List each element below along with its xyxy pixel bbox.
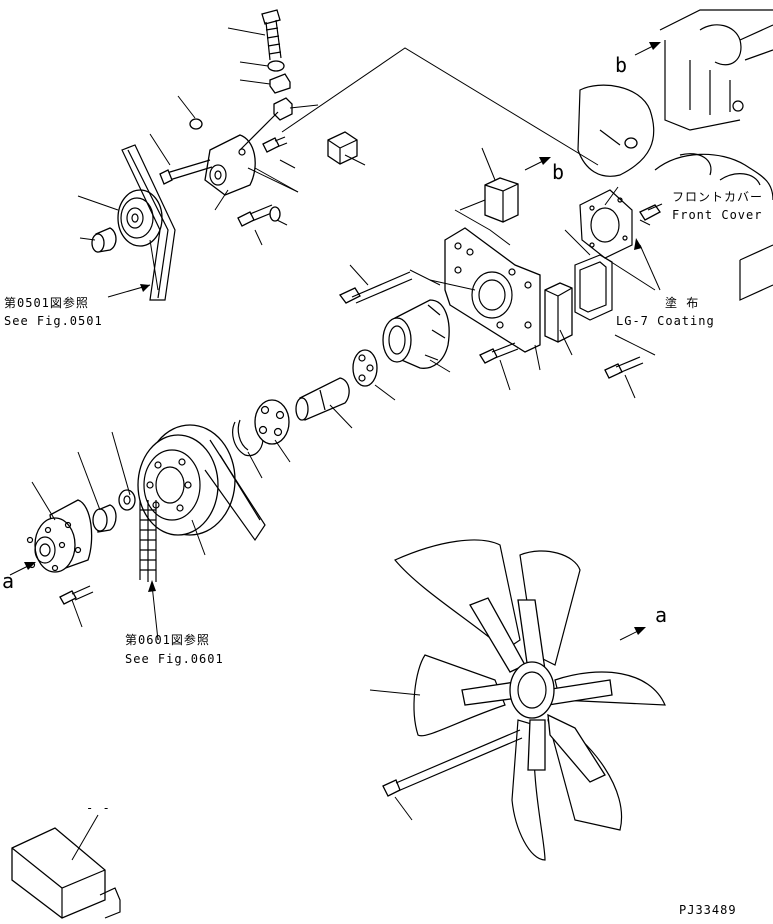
special-tool bbox=[12, 828, 120, 918]
ref-0501-en: See Fig.0501 bbox=[4, 314, 103, 328]
spacer-block bbox=[545, 283, 572, 342]
coating-en: LG-7 Coating bbox=[616, 314, 715, 328]
tensioner-bracket bbox=[160, 135, 255, 195]
fan-bolt bbox=[383, 730, 522, 796]
tension-bolt-stack bbox=[240, 10, 292, 150]
snap-ring bbox=[233, 420, 263, 456]
marker-b-top: b bbox=[615, 53, 628, 77]
small-block bbox=[485, 178, 518, 222]
fan-adapter bbox=[28, 500, 92, 572]
bracket-bolt-right bbox=[263, 137, 287, 152]
marker-a-right: a bbox=[655, 603, 668, 627]
front-cover-gasket bbox=[580, 190, 662, 258]
rubber-element-large bbox=[255, 400, 289, 444]
nut-block bbox=[328, 132, 357, 164]
pulley bbox=[138, 425, 265, 540]
marker-a-left: a bbox=[2, 569, 15, 593]
dash-marks: - - bbox=[86, 801, 111, 815]
front-cover-jp: フロントカバー bbox=[672, 190, 764, 204]
rubber-element-small bbox=[353, 350, 377, 386]
front-cover-en: Front Cover bbox=[672, 208, 763, 222]
ref-0601-en: See Fig.0601 bbox=[125, 652, 224, 666]
engine-block bbox=[578, 10, 773, 300]
marker-b-mid: b bbox=[552, 160, 565, 184]
idler-cap bbox=[92, 228, 116, 252]
v-belt-lower bbox=[140, 500, 156, 582]
idler-pulley bbox=[118, 190, 162, 246]
drawing-number: PJ33489 bbox=[679, 903, 737, 917]
drive-shaft bbox=[296, 378, 349, 420]
bracket-bolt-lower bbox=[238, 205, 280, 226]
cooling-fan bbox=[395, 540, 665, 860]
spacer bbox=[93, 505, 116, 532]
bracket-bolts bbox=[340, 272, 643, 378]
adapter-bolt bbox=[60, 586, 93, 604]
rectangular-gasket bbox=[575, 255, 612, 320]
reference-arrows bbox=[10, 42, 661, 640]
coupling-hub bbox=[383, 300, 449, 368]
mounting-bracket bbox=[445, 228, 540, 352]
v-belt-upper bbox=[122, 145, 175, 300]
coating-jp: 塗 布 bbox=[665, 296, 700, 310]
washer bbox=[119, 490, 135, 510]
small-washer bbox=[190, 119, 202, 129]
ref-0601-jp: 第0601図参照 bbox=[125, 633, 210, 647]
ref-0501-jp: 第0501図参照 bbox=[4, 296, 89, 310]
leader-lines bbox=[32, 28, 655, 860]
